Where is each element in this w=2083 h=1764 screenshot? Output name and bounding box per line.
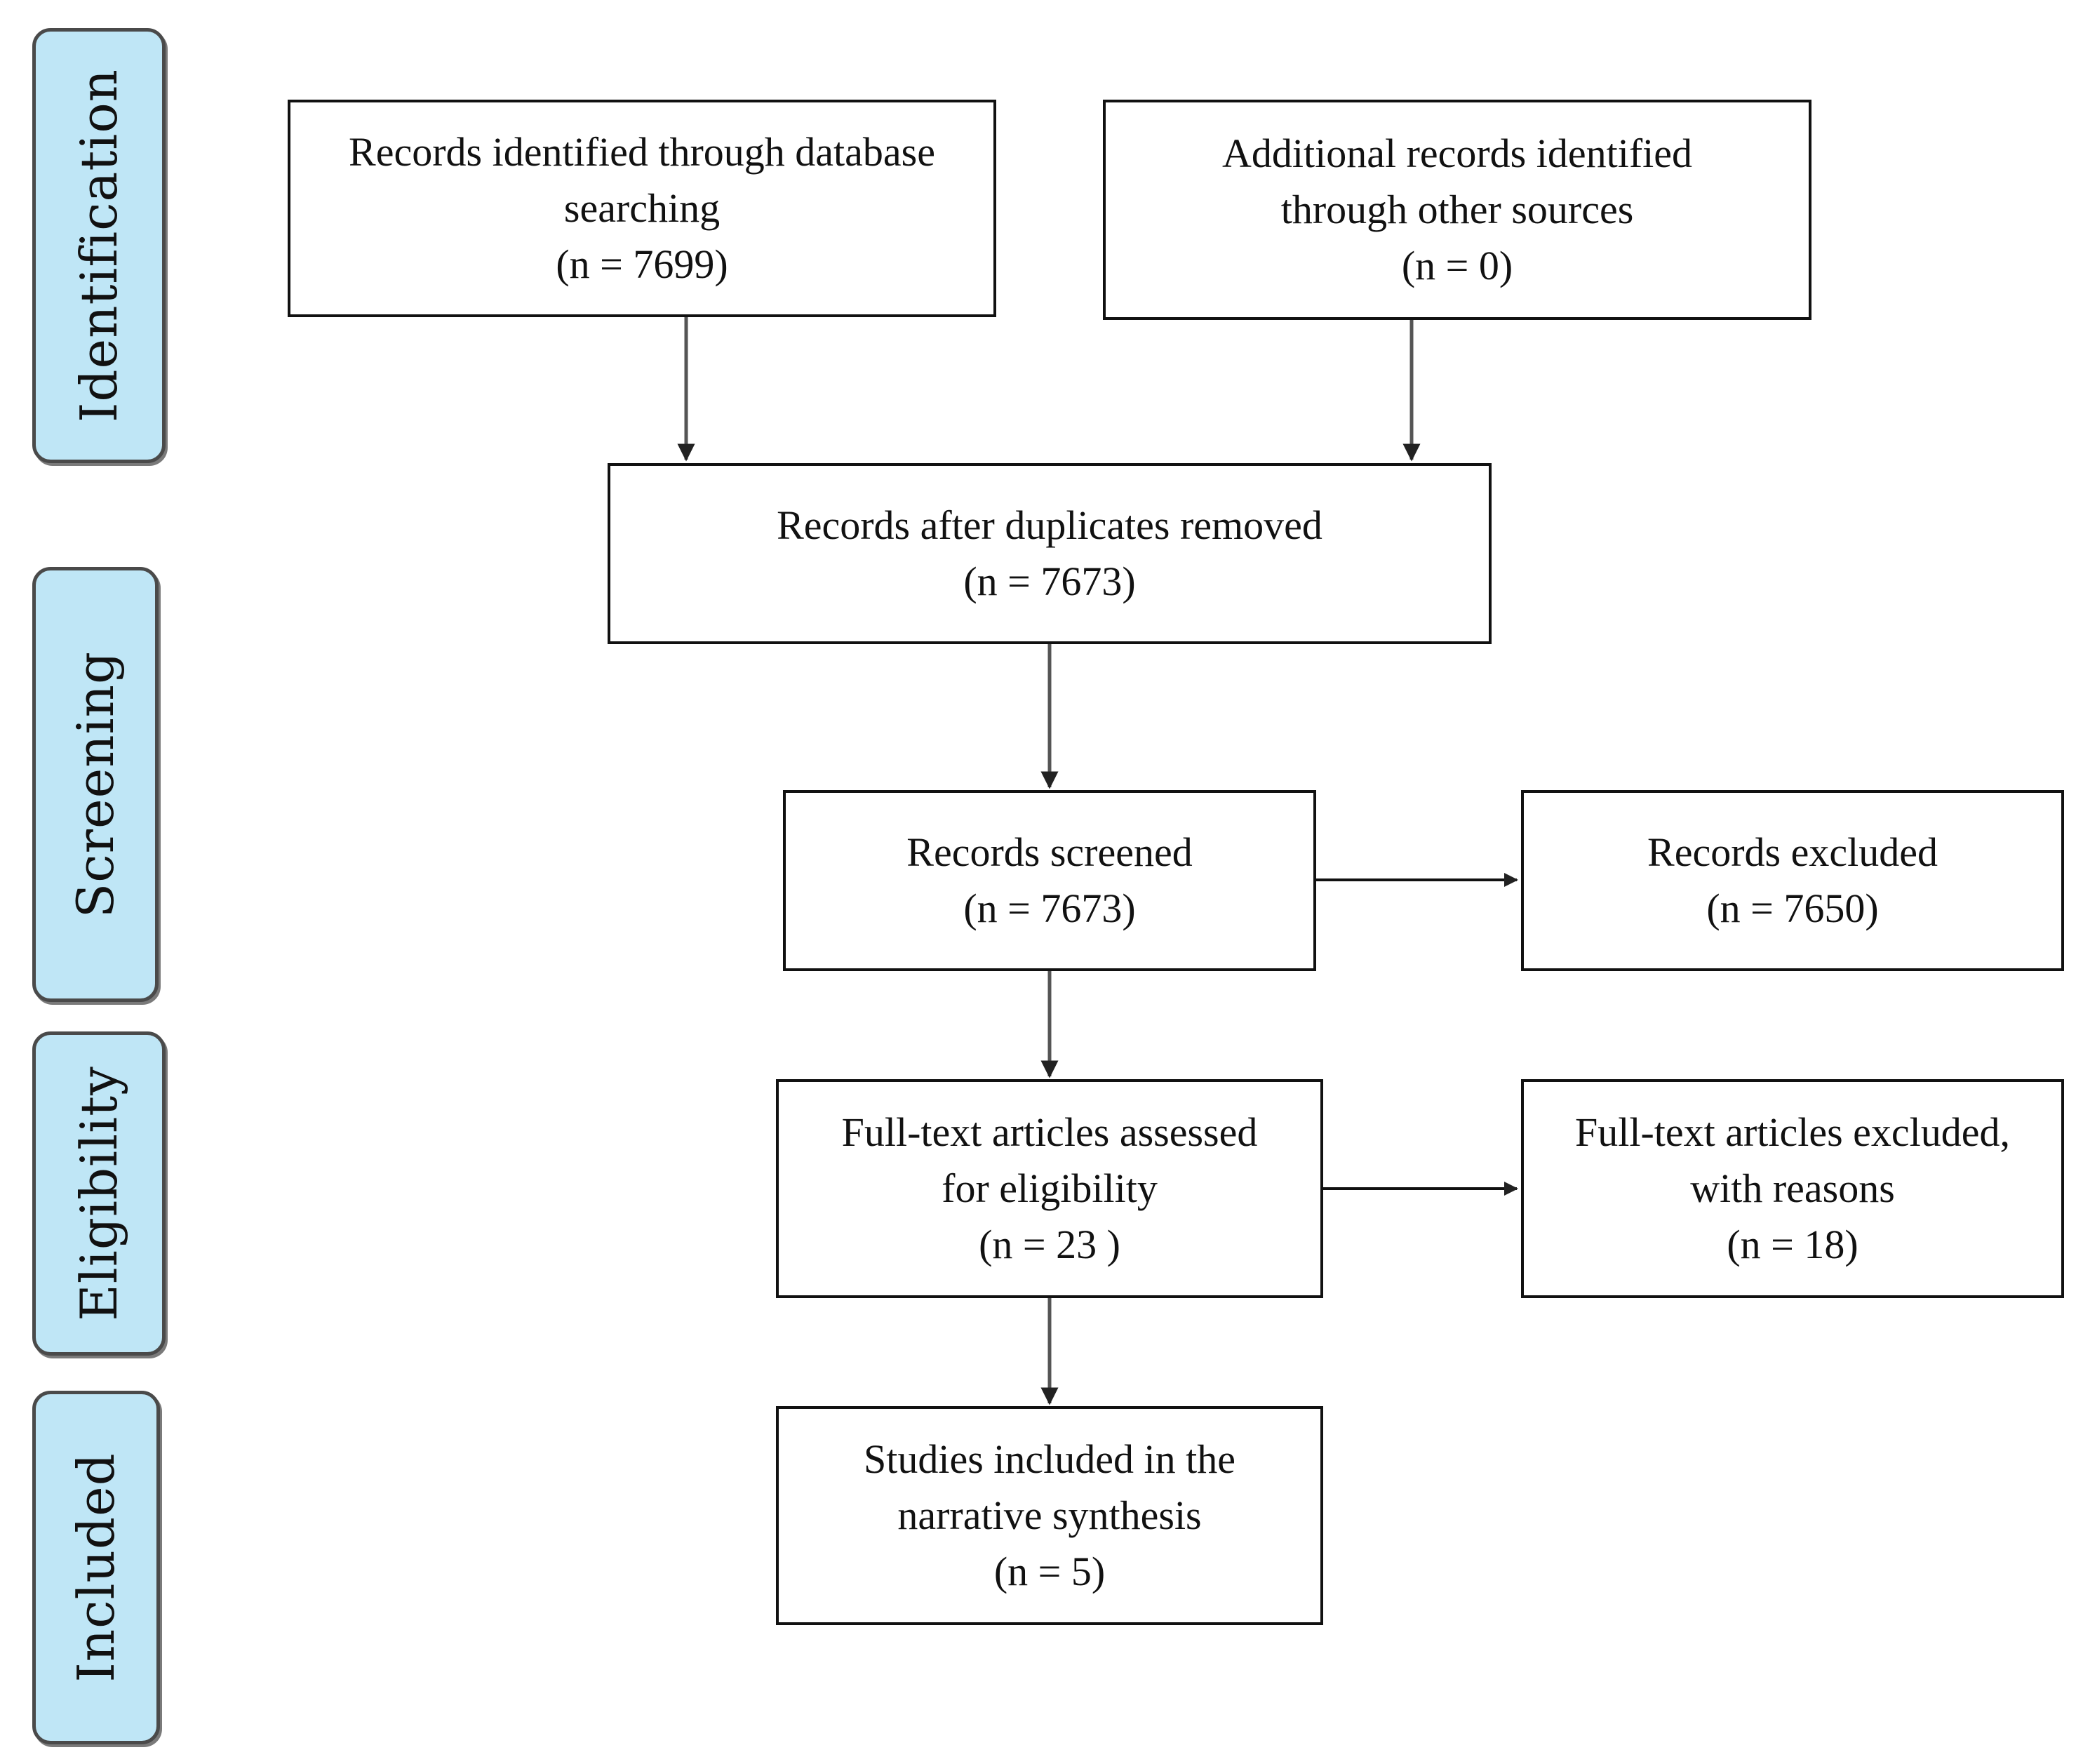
box-after-duplicates: Records after duplicates removed (n = 76… [608,463,1492,644]
box-fulltext-excluded: Full-text articles excluded, with reason… [1521,1079,2064,1298]
box-records-screened: Records screened (n = 7673) [783,790,1316,971]
box-records-screened-text: Records screened (n = 7673) [906,829,1193,931]
box-fulltext-assessed-text: Full-text articles assessed for eligibil… [841,1109,1258,1267]
box-records-excluded: Records excluded (n = 7650) [1521,790,2064,971]
box-records-excluded-text: Records excluded (n = 7650) [1647,829,1938,931]
stage-included: Included [32,1391,160,1744]
box-after-duplicates-text: Records after duplicates removed (n = 76… [777,502,1322,604]
box-fulltext-excluded-text: Full-text articles excluded, with reason… [1574,1109,2011,1267]
box-other-sources: Additional records identified through ot… [1103,100,1811,320]
stage-eligibility: Eligibility [32,1031,166,1356]
stage-identification: Identification [32,28,166,463]
box-database-search: Records identified through database sear… [288,100,996,317]
box-other-sources-text: Additional records identified through ot… [1221,131,1693,288]
box-studies-included-text: Studies included in the narrative synthe… [864,1436,1235,1594]
box-studies-included: Studies included in the narrative synthe… [776,1406,1323,1625]
box-fulltext-assessed: Full-text articles assessed for eligibil… [776,1079,1323,1298]
box-database-search-text: Records identified through database sear… [349,129,935,287]
stage-screening: Screening [32,567,159,1002]
